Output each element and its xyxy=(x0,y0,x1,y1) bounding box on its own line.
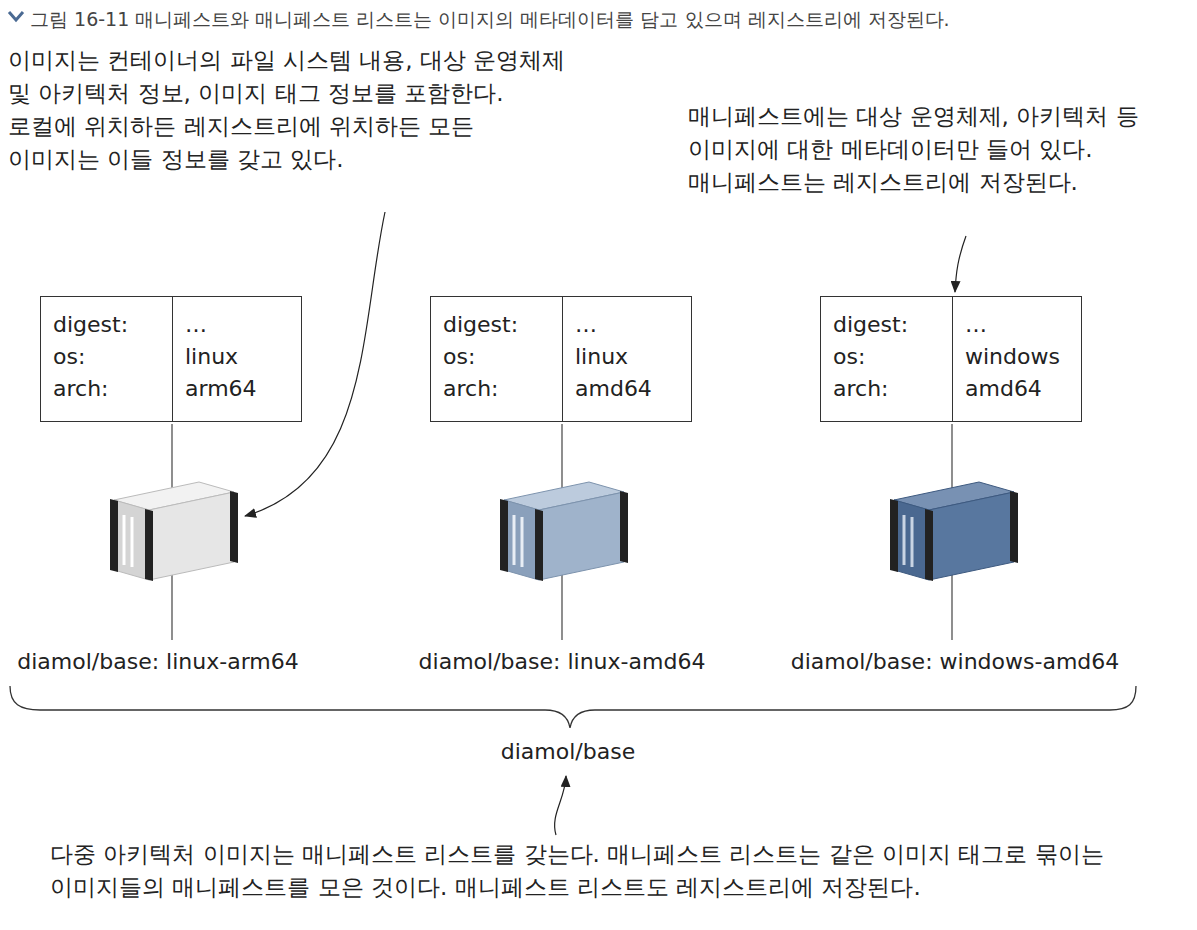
field-text: … xyxy=(965,309,987,341)
container-icon xyxy=(500,482,628,581)
column-divider xyxy=(172,297,173,421)
field-text: windows xyxy=(965,341,1060,373)
field-text: digest: xyxy=(443,309,518,341)
callout-note: 다중 아키텍처 이미지는 매니페스트 리스트를 갖는다. 매니페스트 리스트는 … xyxy=(50,838,1160,904)
figure-title: 그림 16-11 매니페스트와 매니페스트 리스트는 이미지의 메타데이터를 담… xyxy=(30,6,950,32)
title-marker xyxy=(9,12,23,20)
field-text: … xyxy=(185,309,207,341)
field-text: amd64 xyxy=(575,373,652,405)
manifest-box: digest: … os: linux arch: amd64 xyxy=(430,296,692,422)
callout-note: 이미지는 컨테이너의 파일 시스템 내용, 대상 운영체제 및 아키텍처 정보,… xyxy=(8,44,568,176)
field-text: digest: xyxy=(833,309,908,341)
container-icon xyxy=(890,482,1018,581)
field-text: os: xyxy=(833,341,865,373)
brace xyxy=(10,686,1136,728)
image-tag: diamol/base: windows-amd64 xyxy=(791,648,1120,676)
field-text: arm64 xyxy=(185,373,257,405)
image-tag: diamol/base: linux-arm64 xyxy=(17,648,298,676)
field-text: linux xyxy=(575,341,628,373)
callout-note: 매니페스트에는 대상 운영체제, 아키텍처 등 이미지에 대한 메타데이터만 들… xyxy=(688,100,1188,199)
field-text: amd64 xyxy=(965,373,1042,405)
field-text: os: xyxy=(53,341,85,373)
manifest-box: digest: … os: windows arch: amd64 xyxy=(820,296,1082,422)
field-text: digest: xyxy=(53,309,128,341)
image-tag: diamol/base: linux-amd64 xyxy=(419,648,706,676)
container-icon xyxy=(110,482,238,581)
field-text: arch: xyxy=(53,373,109,405)
column-divider xyxy=(952,297,953,421)
leader-line xyxy=(555,776,566,835)
field-text: linux xyxy=(185,341,238,373)
column-divider xyxy=(562,297,563,421)
manifest-list-tag: diamol/base xyxy=(501,738,635,766)
field-text: arch: xyxy=(833,373,889,405)
manifest-box: digest: … os: linux arch: arm64 xyxy=(40,296,302,422)
leader-line xyxy=(955,236,966,292)
field-text: os: xyxy=(443,341,475,373)
field-text: arch: xyxy=(443,373,499,405)
field-text: … xyxy=(575,309,597,341)
